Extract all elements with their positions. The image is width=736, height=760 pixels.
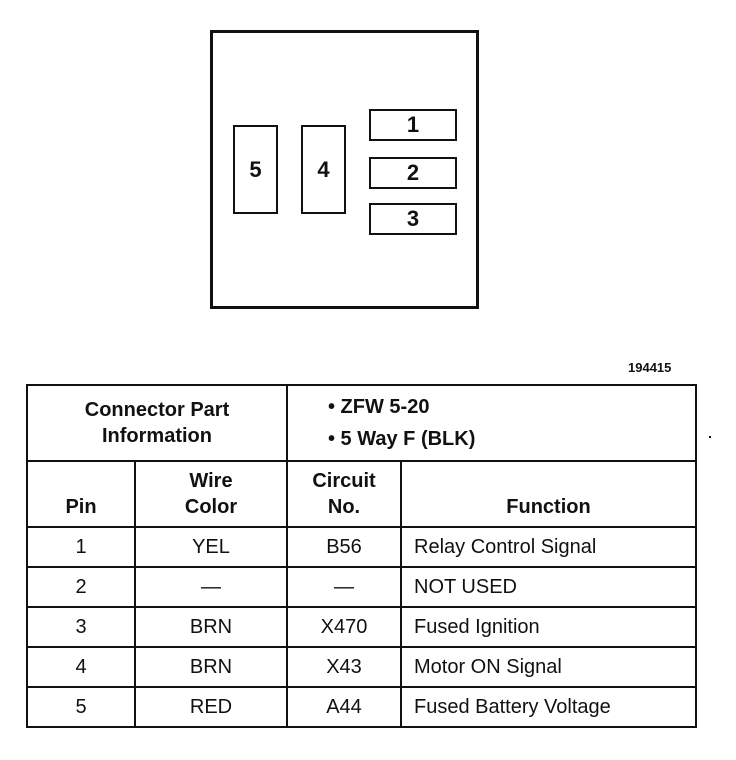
cell-wire-color: RED xyxy=(134,686,288,728)
table-row: 1 YEL B56 Relay Control Signal xyxy=(26,526,697,568)
cell-pin: 2 xyxy=(26,566,136,608)
pin-5: 5 xyxy=(233,125,278,214)
cell-circuit: X470 xyxy=(286,606,402,648)
connector-pin-table: Connector Part Information • ZFW 5-20 • … xyxy=(26,384,697,728)
part-info-label-line1: Connector Part xyxy=(84,399,230,421)
table-row: 3 BRN X470 Fused Ignition xyxy=(26,606,697,648)
cell-wire-color: — xyxy=(134,566,288,608)
cell-function: Fused Battery Voltage xyxy=(400,686,697,728)
part-info-item: • 5 Way F (BLK) xyxy=(328,428,476,450)
part-info-list: • ZFW 5-20 • 5 Way F (BLK) xyxy=(286,384,697,462)
cell-function: Fused Ignition xyxy=(400,606,697,648)
table-row: 4 BRN X43 Motor ON Signal xyxy=(26,646,697,688)
cell-wire-color: BRN xyxy=(134,606,288,648)
table-row: 2 — — NOT USED xyxy=(26,566,697,608)
cell-wire-color: YEL xyxy=(134,526,288,568)
header-pin: Pin xyxy=(26,460,136,528)
part-info-row: Connector Part Information • ZFW 5-20 • … xyxy=(26,384,697,462)
cell-pin: 4 xyxy=(26,646,136,688)
part-info-item: • ZFW 5-20 xyxy=(328,396,430,418)
cell-pin: 1 xyxy=(26,526,136,568)
pin-4: 4 xyxy=(301,125,346,214)
cell-circuit: X43 xyxy=(286,646,402,688)
part-info-label: Connector Part Information xyxy=(26,384,288,462)
cell-circuit: A44 xyxy=(286,686,402,728)
cell-function: NOT USED xyxy=(400,566,697,608)
header-wire-color: Wire Color xyxy=(134,460,288,528)
figure-number: 194415 xyxy=(628,360,672,375)
cell-circuit: B56 xyxy=(286,526,402,568)
pin-3: 3 xyxy=(369,203,457,235)
part-info-label-line2: Information xyxy=(102,425,212,447)
stray-mark xyxy=(709,436,711,438)
cell-wire-color: BRN xyxy=(134,646,288,688)
header-function: Function xyxy=(400,460,697,528)
pin-1: 1 xyxy=(369,109,457,141)
table-row: 5 RED A44 Fused Battery Voltage xyxy=(26,686,697,728)
cell-pin: 5 xyxy=(26,686,136,728)
cell-circuit: — xyxy=(286,566,402,608)
pin-2: 2 xyxy=(369,157,457,189)
cell-pin: 3 xyxy=(26,606,136,648)
cell-function: Motor ON Signal xyxy=(400,646,697,688)
header-circuit-no: Circuit No. xyxy=(286,460,402,528)
header-row: Pin Wire Color Circuit No. Function xyxy=(26,460,697,528)
connector-face: 5 4 1 2 3 xyxy=(210,30,479,309)
cell-function: Relay Control Signal xyxy=(400,526,697,568)
